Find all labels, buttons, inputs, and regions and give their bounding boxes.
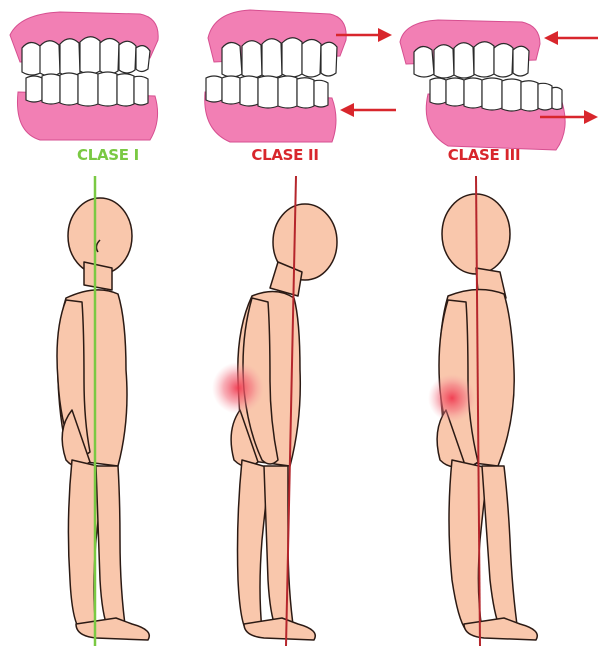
figure-class-2 (231, 204, 337, 640)
head (68, 198, 132, 274)
pain-spot (428, 374, 476, 422)
leg (449, 460, 488, 630)
teeth-class-1 (10, 12, 158, 140)
leg (96, 466, 126, 632)
leg (482, 466, 518, 632)
arrow-left-icon (340, 103, 396, 117)
class-3-label: CLASE III (404, 146, 564, 164)
pain-spot (212, 362, 264, 414)
teeth-class-2 (205, 10, 396, 142)
arrow-left-icon (544, 31, 598, 45)
class-1-label: CLASE I (28, 146, 188, 164)
class-2-label: CLASE II (205, 146, 365, 164)
figure-class-1 (57, 198, 149, 640)
teeth-class-3 (400, 20, 598, 150)
